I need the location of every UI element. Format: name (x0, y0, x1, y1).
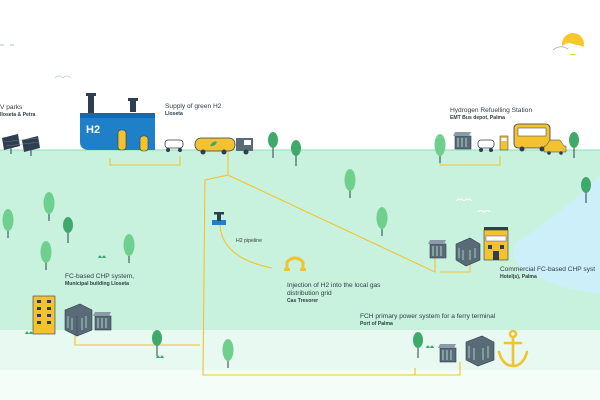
label-h2-pipeline: H2 pipeline (236, 238, 262, 244)
label-chp-commercial: Commercial FC-based CHP syst Hotel(s), P… (500, 266, 595, 281)
hydrogen-plant-icon (80, 93, 155, 152)
label-title: Hydrogen Refuelling Station (450, 107, 533, 114)
ground-fade (0, 370, 600, 400)
plant-badge: H2 (86, 124, 100, 136)
fuel-cell-icon (428, 240, 447, 259)
truck-icon (194, 137, 253, 155)
fuel-cell-icon (455, 237, 481, 267)
tree-icon (43, 192, 55, 221)
label-injection: Injection of H2 into the local gas distr… (287, 282, 380, 305)
fuel-cell-icon (465, 335, 495, 367)
label-subtitle: lloseta & Petra (0, 112, 36, 118)
tree-icon (40, 241, 52, 270)
solar-panel-icon (2, 134, 41, 156)
tree-icon (413, 332, 423, 358)
fuel-cell-icon (438, 344, 457, 363)
fuel-cell-icon (64, 303, 93, 337)
label-hrs: Hydrogen Refuelling Station EMT Bus depo… (450, 107, 532, 122)
sun-icon (548, 33, 587, 55)
compressor-icon (164, 139, 184, 152)
tree-icon (344, 169, 356, 198)
label-subtitle: Lloseta (165, 111, 183, 117)
label-title: Injection of H2 into the local gas (287, 282, 381, 289)
shrub-icon (25, 255, 434, 358)
anchor-icon (497, 329, 529, 368)
label-fch-ferry: FCH primary power system for a ferry ter… (360, 313, 495, 328)
label-title: Commercial FC-based CHP syst (500, 266, 596, 273)
tree-icon (376, 207, 388, 236)
tree-icon (291, 140, 301, 166)
sea (512, 175, 600, 294)
tree-icon (63, 217, 73, 243)
hotel-icon (483, 227, 509, 261)
bird-icon (54, 75, 72, 79)
tree-icon (268, 132, 278, 158)
label-subtitle: Municipal building Lloseta (65, 281, 129, 287)
plant-badge-text: H2 (86, 124, 101, 136)
label-subtitle: EMT Bus depot, Palma (450, 115, 505, 121)
bird-icon (477, 210, 491, 213)
trees (2, 132, 591, 368)
building-icon (32, 295, 56, 335)
car-icon (543, 139, 567, 155)
label-subtitle: Hotel(s), Palma (500, 274, 537, 280)
label-title: Supply of green H2 (165, 103, 222, 110)
bus-icon (513, 123, 551, 152)
tree-icon (123, 234, 135, 263)
label-title-line2: distribution grid (287, 290, 332, 297)
tree-icon (434, 134, 446, 163)
fuel-cell-icon (453, 132, 472, 150)
tree-icon (152, 330, 162, 356)
tree-icon (581, 177, 591, 203)
label-supply-h2: Supply of green H2 Lloseta (165, 103, 221, 118)
tree-icon (569, 132, 579, 158)
valve-icon (212, 212, 226, 225)
label-title: FC-based CHP system, (65, 273, 135, 280)
tree-icon (222, 339, 234, 368)
fuel-cell-icon (93, 312, 112, 331)
gas-injection-icon (284, 256, 306, 271)
label-title: V parks (0, 104, 23, 111)
label-pv-parks: V parks lloseta & Petra (0, 104, 35, 119)
label-title: FCH primary power system for a ferry ter… (360, 313, 496, 320)
label-chp-municipal: FC-based CHP system, Municipal building … (65, 273, 134, 288)
tree-icon (2, 209, 14, 238)
bird-icon (455, 198, 473, 202)
compressor-icon (477, 139, 495, 152)
cloud-icon (552, 46, 569, 51)
label-subtitle: Port of Palma (360, 321, 393, 327)
label-subtitle: Cas Tresorer (287, 298, 319, 304)
fuel-pump-icon (499, 135, 509, 151)
